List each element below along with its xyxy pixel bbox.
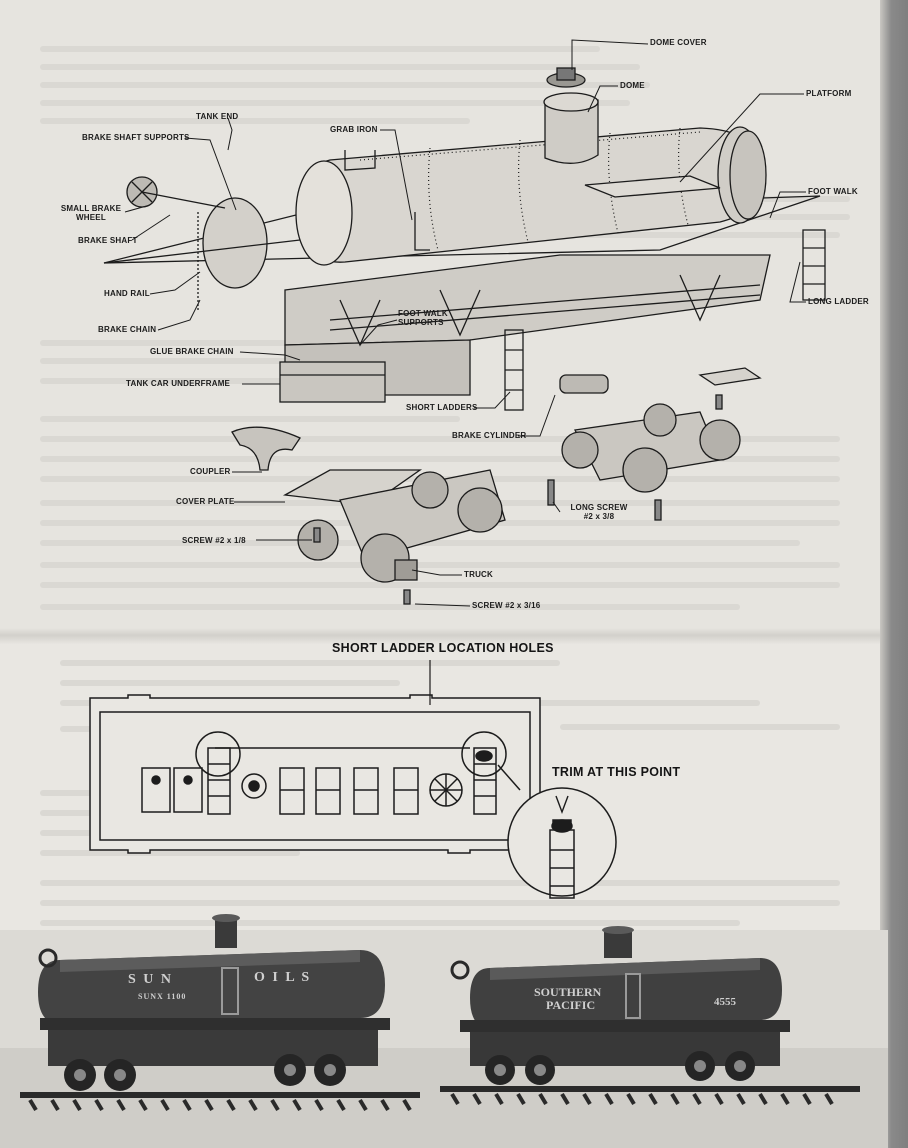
coupler-drawing: [231, 426, 301, 471]
label-coupler: COUPLER: [190, 467, 231, 476]
car1-reporting-mark: SUNX 1100: [138, 992, 187, 1001]
tank-body: [297, 127, 766, 263]
label-screw-1-8: SCREW #2 x 1/8: [182, 536, 246, 545]
label-glue-brake-chain: GLUE BRAKE CHAIN: [150, 347, 234, 356]
label-brake-shaft-supports: BRAKE SHAFT SUPPORTS: [82, 133, 190, 142]
car2-name-pacific: PACIFIC: [546, 998, 596, 1012]
label-cover-plate: COVER PLATE: [176, 497, 235, 506]
tank-end-plate: [202, 197, 268, 289]
label-foot-walk-supports: FOOT WALK SUPPORTS: [398, 309, 448, 327]
label-brake-cylinder: BRAKE CYLINDER: [452, 431, 527, 440]
dome-drawing: [544, 99, 599, 164]
label-tank-end: TANK END: [196, 112, 239, 121]
label-brake-shaft: BRAKE SHAFT: [78, 236, 138, 245]
label-brake-chain: BRAKE CHAIN: [98, 325, 157, 334]
brake-cylinder-drawing: [559, 374, 609, 394]
label-small-brake-wheel: SMALL BRAKE WHEEL: [60, 204, 122, 222]
label-screw-3-16: SCREW #2 x 3/16: [472, 601, 541, 610]
label-small-brake-wheel-line1: SMALL BRAKE: [60, 204, 122, 213]
label-foot-walk-supports-line1: FOOT WALK: [398, 309, 448, 318]
short-ladders-drawing: [504, 329, 524, 411]
rear-truck-drawing: [561, 403, 741, 493]
label-grab-iron: GRAB IRON: [330, 125, 378, 134]
long-ladder-drawing: [802, 229, 826, 301]
underframe-end-block: [279, 361, 386, 403]
label-trim-at-this-point: TRIM AT THIS POINT: [552, 765, 681, 779]
heading-short-ladder-location-holes: SHORT LADDER LOCATION HOLES: [332, 641, 554, 655]
label-foot-walk: FOOT WALK: [808, 187, 858, 196]
label-long-screw-line2: #2 x 3/8: [583, 512, 615, 521]
label-short-ladders: SHORT LADDERS: [406, 403, 478, 412]
sun-oils-tank-car: [38, 914, 390, 1091]
label-truck: TRUCK: [464, 570, 493, 579]
trim-detail-circle: [507, 787, 617, 897]
car1-name-oils: O I L S: [254, 970, 312, 985]
southern-pacific-tank-car: [450, 926, 790, 1085]
front-truck-drawing: [297, 469, 506, 583]
label-hand-rail: HAND RAIL: [104, 289, 150, 298]
label-dome-cover: DOME COVER: [650, 38, 707, 47]
car1-name-sun: S U N: [128, 972, 174, 987]
tank-open-end: [295, 160, 353, 266]
photo-strip: [0, 914, 888, 1148]
label-tank-car-underframe: TANK CAR UNDERFRAME: [126, 379, 231, 388]
label-platform: PLATFORM: [806, 89, 852, 98]
label-long-screw-line1: LONG SCREW: [570, 503, 628, 512]
label-dome: DOME: [620, 81, 645, 90]
ladder-location-diagram: [89, 660, 617, 899]
label-long-ladder: LONG LADDER: [808, 297, 869, 306]
label-small-brake-wheel-line2: WHEEL: [76, 213, 106, 222]
label-long-screw: LONG SCREW #2 x 3/8: [560, 503, 638, 521]
car2-number: 4555: [714, 996, 736, 1008]
label-foot-walk-supports-line2: SUPPORTS: [398, 318, 444, 327]
car2-name-southern: SOUTHERN: [534, 985, 602, 999]
page-fold: [0, 628, 888, 644]
